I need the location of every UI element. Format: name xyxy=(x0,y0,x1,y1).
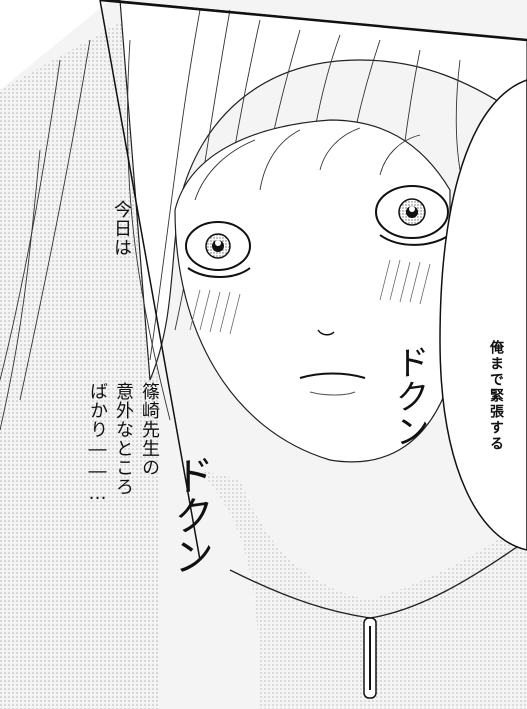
sfx-heartbeat-1: ドクン xyxy=(389,342,429,450)
caption-today: 今日は xyxy=(111,200,132,257)
nose xyxy=(317,329,335,336)
panel-border-top xyxy=(99,0,527,42)
body-screentone xyxy=(200,470,527,709)
background-screentone xyxy=(0,0,160,709)
speech-bubble xyxy=(439,79,527,551)
speech-bubble-text: 俺まで緊張する xyxy=(488,340,504,452)
blush-hatching xyxy=(189,259,431,335)
right-eye xyxy=(375,185,449,246)
mouth xyxy=(299,372,366,379)
left-eye xyxy=(185,221,251,278)
caption-shinozaki: 篠崎先生の 意外なところ ばかり――… xyxy=(87,382,160,505)
panel-border-left xyxy=(99,0,201,561)
sfx-heartbeat-2: ドクン xyxy=(167,451,213,579)
